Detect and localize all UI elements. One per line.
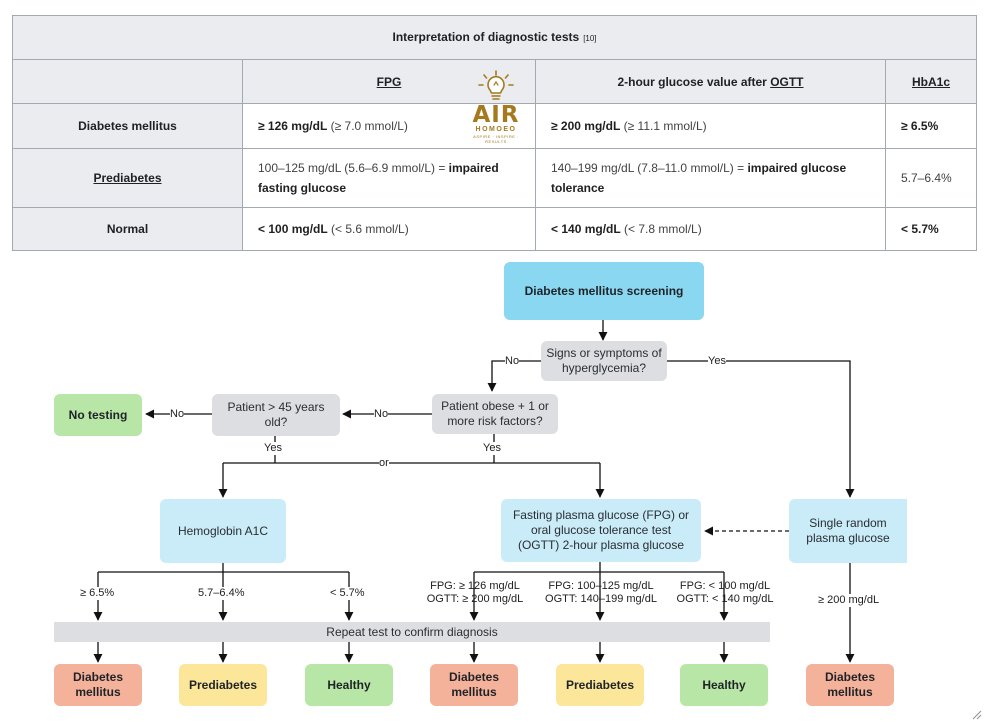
header-empty xyxy=(12,59,243,104)
outcome-diabetes: Diabetes mellitus xyxy=(430,664,518,706)
header-ogtt-text: 2-hour glucose value after xyxy=(617,74,771,89)
table-row: Diabetes mellitus ≥ 126 mg/dL (≥ 7.0 mmo… xyxy=(12,103,978,149)
no-testing-box: No testing xyxy=(54,394,142,436)
diagnostic-tests-table: Interpretation of diagnostic tests[10] F… xyxy=(11,15,978,251)
random-glucose-box: Single random plasma glucose xyxy=(789,499,907,563)
random-threshold-diabetes: ≥ 200 mg/dL xyxy=(818,594,880,607)
outcome-healthy: Healthy xyxy=(305,664,393,706)
cell-fpg-normal: < 100 mg/dL (< 5.6 mmol/L) xyxy=(242,207,536,251)
fpg-ogtt-box: Fasting plasma glucose (FPG) or oral glu… xyxy=(501,499,701,562)
table-row: Normal < 100 mg/dL (< 5.6 mmol/L) < 140 … xyxy=(12,207,978,251)
cell-ogtt-diabetes: ≥ 200 mg/dL (≥ 11.1 mmol/L) xyxy=(535,103,886,149)
edge-label-or: or xyxy=(379,457,389,470)
edge-label-no: No xyxy=(374,408,389,421)
edge-label-yes: Yes xyxy=(708,355,726,368)
citation-link[interactable]: [10] xyxy=(583,33,597,43)
repeat-test-bar: Repeat test to confirm diagnosis xyxy=(54,622,770,642)
cell-ogtt-normal: < 140 mg/dL (< 7.8 mmol/L) xyxy=(535,207,886,251)
header-ogtt: 2-hour glucose value after OGTT xyxy=(535,59,886,104)
screening-start-box: Diabetes mellitus screening xyxy=(504,262,704,320)
outcome-prediabetes: Prediabetes xyxy=(179,664,267,706)
symptoms-decision: Signs or symptoms of hyperglycemia? xyxy=(541,341,667,381)
outcome-prediabetes: Prediabetes xyxy=(556,664,644,706)
table-caption: Interpretation of diagnostic tests[10] xyxy=(11,15,978,60)
age-decision: Patient > 45 years old? xyxy=(212,394,340,436)
edge-label-no: No xyxy=(170,408,185,421)
table-caption-text: Interpretation of diagnostic tests xyxy=(392,29,580,44)
edge-label-yes: Yes xyxy=(483,442,501,455)
a1c-threshold-diabetes: ≥ 6.5% xyxy=(80,587,115,600)
cell-ogtt-prediabetes: 140–199 mg/dL (7.8–11.0 mmol/L) = impair… xyxy=(535,148,886,208)
header-fpg: FPG xyxy=(242,59,536,104)
a1c-threshold-normal: < 5.7% xyxy=(330,587,365,600)
fpg-link[interactable]: FPG xyxy=(376,74,402,89)
cell-hba1c-normal: < 5.7% xyxy=(884,207,978,251)
resize-grip-icon[interactable] xyxy=(970,708,982,720)
header-hba1c: HbA1c xyxy=(884,59,978,104)
hemoglobin-a1c-box: Hemoglobin A1C xyxy=(160,499,286,563)
outcome-diabetes: Diabetes mellitus xyxy=(54,664,142,706)
a1c-threshold-prediabetes: 5.7–6.4% xyxy=(198,587,245,600)
outcome-diabetes: Diabetes mellitus xyxy=(806,664,894,706)
ogtt-link[interactable]: OGTT xyxy=(770,74,804,89)
prediabetes-link[interactable]: Prediabetes xyxy=(93,171,162,185)
table-row: Prediabetes 100–125 mg/dL (5.6–6.9 mmol/… xyxy=(12,148,978,208)
row-label-diabetes: Diabetes mellitus xyxy=(12,103,243,149)
table-header-row: FPG 2-hour glucose value after OGTT HbA1… xyxy=(12,59,978,104)
outcome-healthy: Healthy xyxy=(680,664,768,706)
obese-risk-decision: Patient obese + 1 or more risk factors? xyxy=(432,394,558,434)
edge-label-no: No xyxy=(505,355,520,368)
cell-hba1c-prediabetes: 5.7–6.4% xyxy=(884,148,978,208)
cell-fpg-prediabetes: 100–125 mg/dL (5.6–6.9 mmol/L) = impaire… xyxy=(242,148,536,208)
hba1c-link[interactable]: HbA1c xyxy=(912,74,951,89)
row-label-prediabetes: Prediabetes xyxy=(12,148,243,208)
cell-hba1c-diabetes: ≥ 6.5% xyxy=(884,103,978,149)
cell-fpg-diabetes: ≥ 126 mg/dL (≥ 7.0 mmol/L) xyxy=(242,103,536,149)
row-label-normal: Normal xyxy=(12,207,243,251)
edge-label-yes: Yes xyxy=(264,442,282,455)
